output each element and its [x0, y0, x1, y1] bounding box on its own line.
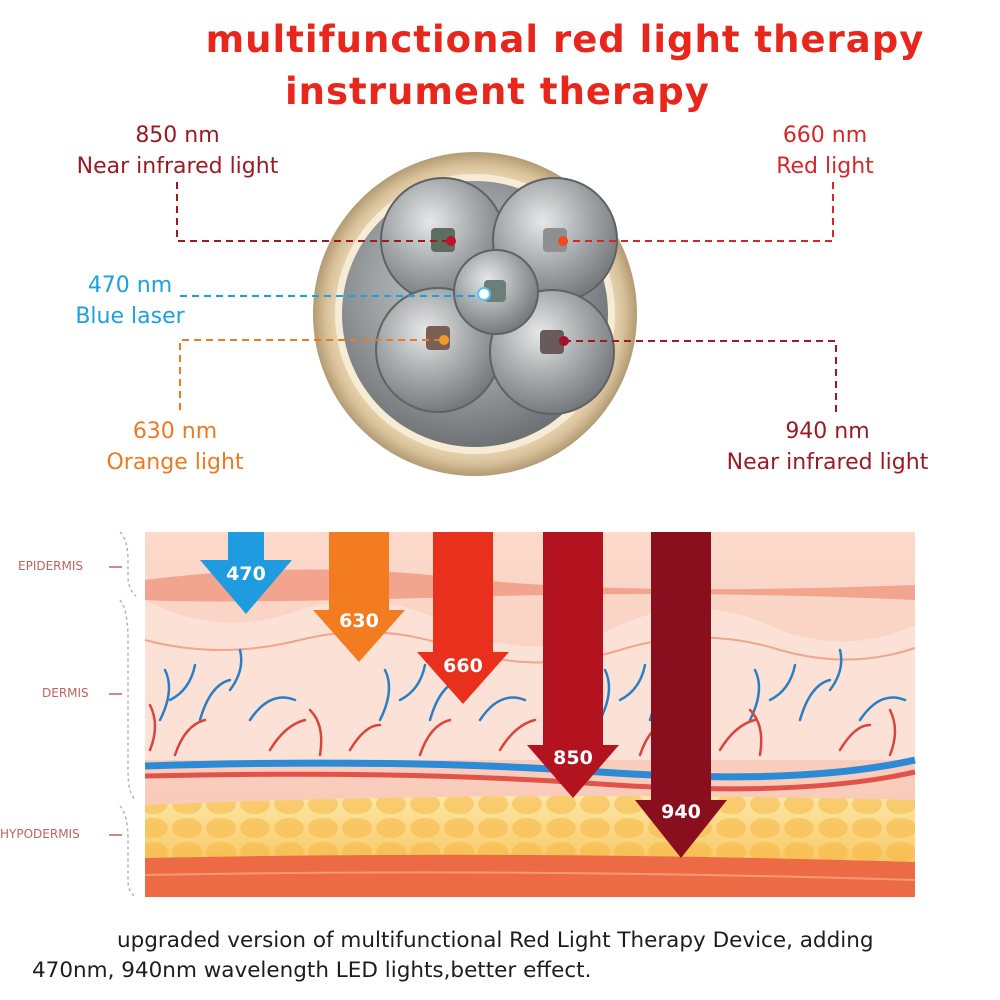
- arrow-630: [313, 532, 405, 662]
- arrow-470: [200, 532, 292, 614]
- connector-850: [176, 182, 451, 242]
- layer-brackets: [119, 531, 137, 898]
- label-470-desc: Blue laser: [75, 304, 185, 329]
- connector-630: [179, 339, 444, 410]
- led-dot-940: [559, 336, 569, 346]
- led-head-illustration: [176, 152, 837, 476]
- layer-label-epidermis: EPIDERMIS: [18, 559, 84, 573]
- arrow-label-850: 850: [553, 747, 593, 769]
- label-630-desc: Orange light: [106, 450, 244, 475]
- arrow-label-470: 470: [226, 563, 266, 585]
- arrow-label-660: 660: [443, 655, 483, 677]
- label-630-nm: 630 nm: [132, 419, 218, 444]
- led-cell-center: [453, 249, 539, 335]
- led-dot-630: [439, 335, 449, 345]
- caption-line-2: 470nm, 940nm wavelength LED lights,bette…: [32, 958, 592, 983]
- title-line-2: instrument therapy: [285, 70, 710, 113]
- led-dot-850: [446, 236, 456, 246]
- label-850-desc: Near infrared light: [76, 154, 279, 179]
- arrow-660: [417, 532, 509, 704]
- skin-cross-section: [144, 532, 916, 897]
- layer-label-dermis: DERMIS: [42, 686, 89, 700]
- label-470-nm: 470 nm: [87, 273, 173, 298]
- label-630: 630 nm Orange light: [85, 416, 265, 478]
- label-940: 940 nm Near infrared light: [705, 416, 950, 478]
- arrow-850: [527, 532, 619, 798]
- connector-940: [564, 340, 837, 412]
- title-line-1: multifunctional red light therapy: [205, 18, 925, 61]
- label-660: 660 nm Red light: [740, 120, 910, 182]
- label-850: 850 nm Near infrared light: [60, 120, 295, 182]
- caption: upgraded version of multifunctional Red …: [0, 926, 1000, 986]
- penetration-arrows: 470 630 660 850 940: [200, 532, 727, 858]
- label-940-nm: 940 nm: [785, 419, 870, 444]
- arrow-940: [635, 532, 727, 858]
- label-470: 470 nm Blue laser: [60, 270, 200, 332]
- led-dot-470: [477, 287, 491, 301]
- layer-label-hypodermis: HYPODERMIS: [0, 827, 80, 841]
- label-660-desc: Red light: [776, 154, 874, 179]
- led-dot-660: [558, 236, 568, 246]
- label-660-nm: 660 nm: [782, 123, 868, 148]
- arrow-label-630: 630: [339, 610, 379, 632]
- label-940-desc: Near infrared light: [726, 450, 929, 475]
- label-850-nm: 850 nm: [135, 123, 220, 148]
- caption-line-1: upgraded version of multifunctional Red …: [117, 928, 874, 953]
- arrow-label-940: 940: [661, 801, 701, 823]
